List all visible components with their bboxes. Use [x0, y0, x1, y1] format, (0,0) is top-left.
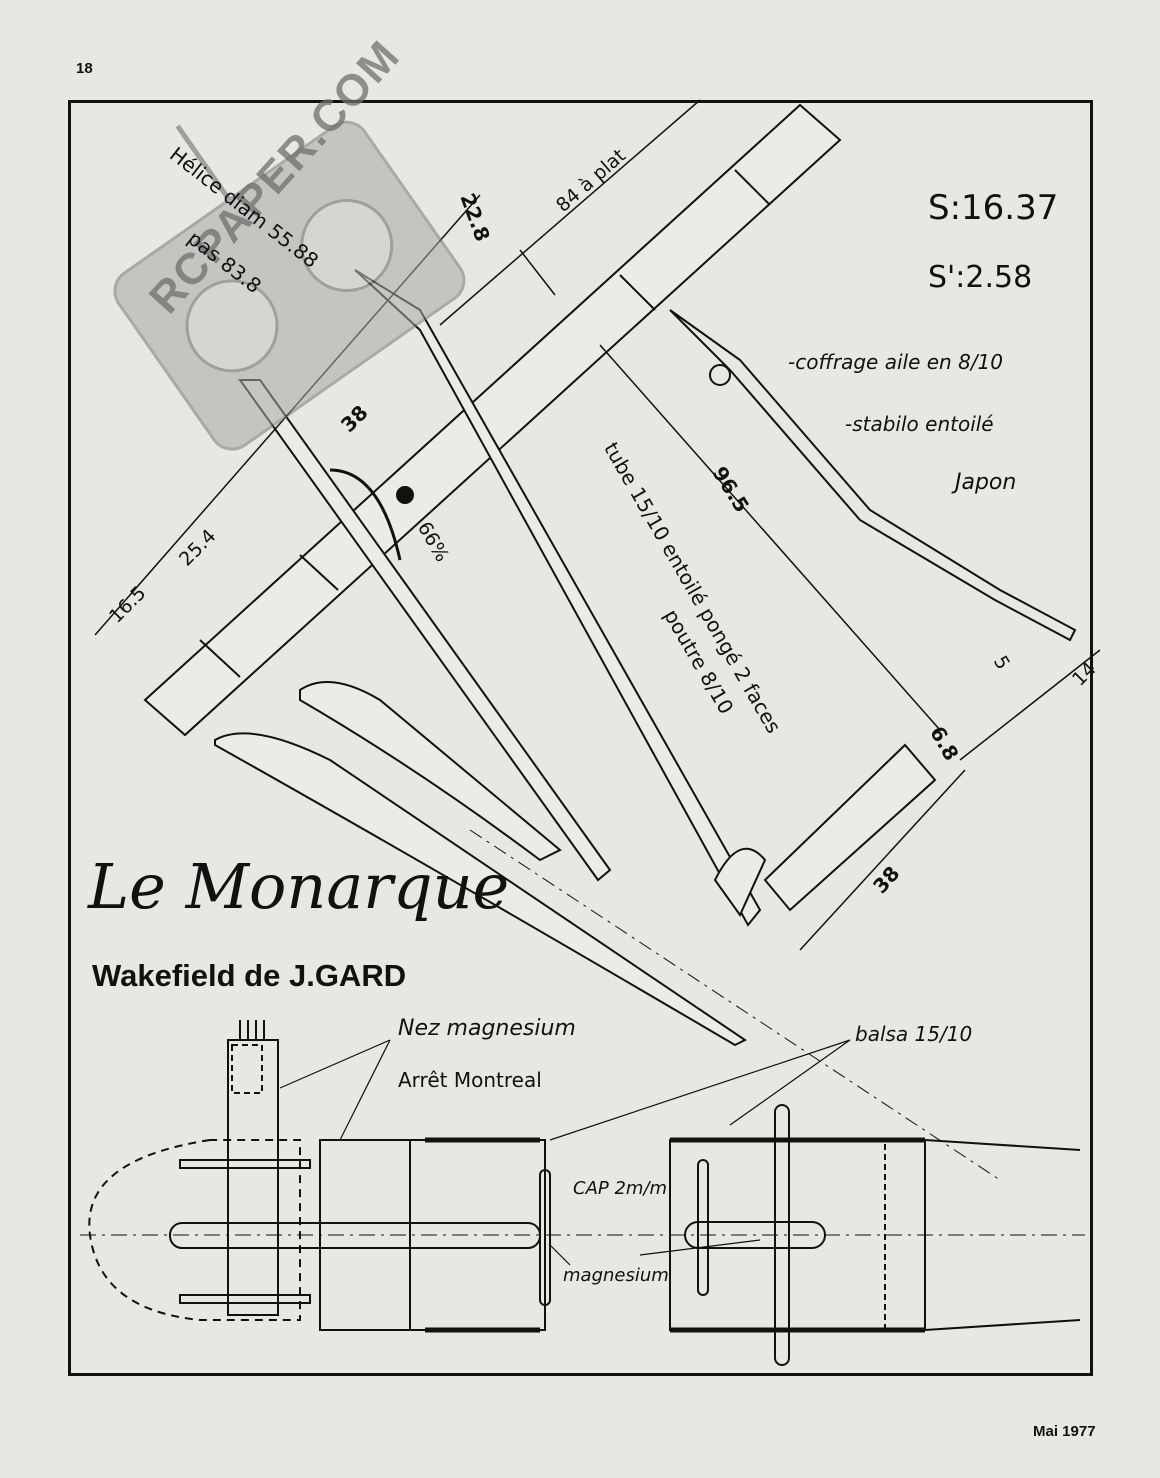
note-japon: Japon — [955, 470, 1017, 495]
propeller-blade-upper — [299, 681, 562, 862]
note-stab-covering: -stabilo entoilé — [845, 412, 994, 436]
stabilizer-outline — [763, 743, 937, 912]
wing-area-label: S:16.37 — [928, 188, 1059, 228]
model-subtitle: Wakefield de J.GARD — [92, 958, 407, 993]
model-name: Le Monarque — [88, 850, 510, 923]
nose-detail — [88, 1020, 551, 1333]
drawing-frame — [68, 100, 1093, 1376]
label-nose: Nez magnesium — [398, 1016, 576, 1041]
side-view-boom — [669, 309, 1077, 642]
page-number: 18 — [76, 60, 93, 77]
label-cap: CAP 2m/m — [573, 1178, 668, 1199]
page-footer: Mai 1977 — [1033, 1423, 1096, 1440]
propeller-blade-lower — [214, 732, 747, 1047]
note-wing-sheeting: -coffrage aile en 8/10 — [788, 350, 1003, 374]
label-balsa: balsa 15/10 — [855, 1022, 973, 1046]
stab-area-label: S':2.58 — [928, 260, 1033, 295]
watermark-stamp — [113, 120, 466, 451]
rc-transmitter-icon — [113, 120, 466, 451]
fin-outline — [713, 847, 767, 917]
label-stop: Arrêt Montreal — [398, 1068, 542, 1092]
wing-outline — [143, 103, 842, 737]
label-magnesium: magnesium — [563, 1265, 669, 1286]
